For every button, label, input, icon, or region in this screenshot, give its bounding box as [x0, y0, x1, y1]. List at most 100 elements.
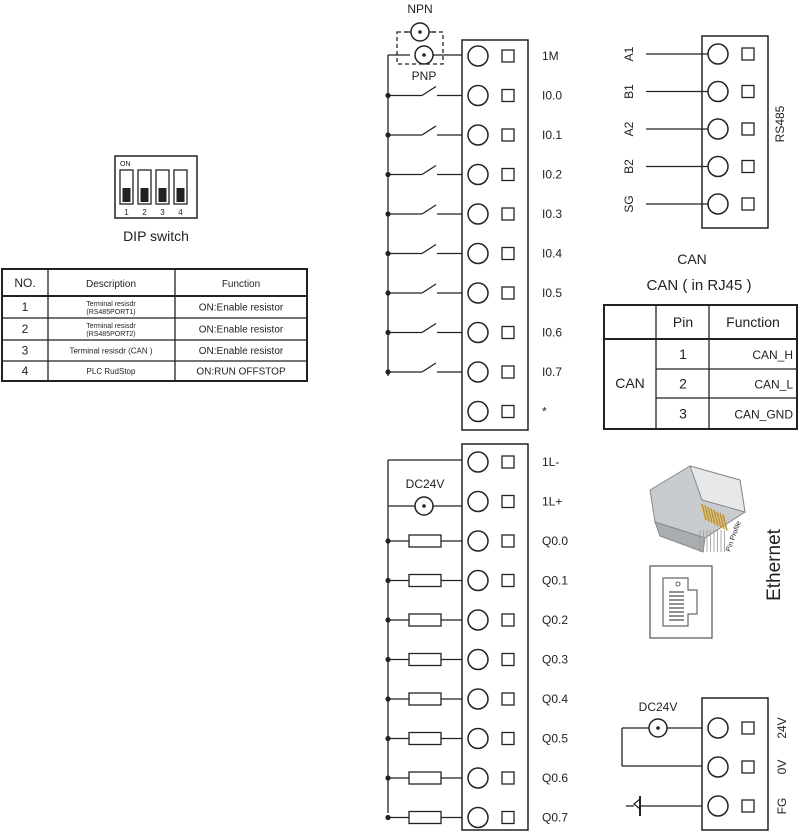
- input-terminal-label: I0.1: [542, 128, 562, 142]
- output-screw-terminal: [467, 451, 489, 473]
- power-terminal-label: 24V: [775, 717, 789, 738]
- output-terminals: 1L-1L+Q0.0Q0.1Q0.2Q0.3Q0.4Q0.5Q0.6Q0.7: [467, 451, 568, 829]
- dip-lever-number: 1: [124, 208, 129, 217]
- input-screw-terminal: [467, 242, 489, 265]
- output-screw-terminal: [467, 806, 489, 829]
- dip-table-header-description: Description: [86, 279, 136, 290]
- input-switch-contact: [421, 204, 437, 215]
- dip-lever-knob: [122, 188, 131, 202]
- output-terminal-label: Q0.0: [542, 534, 568, 548]
- rj45-pin-caption: Pin Profile: [725, 520, 743, 552]
- output-load-resistor: [408, 810, 442, 825]
- rs485-screw-terminal: [707, 43, 729, 65]
- output-screw-terminal: [467, 530, 489, 552]
- input-terminal-square: [501, 128, 515, 142]
- rs485-signal-label: B1: [622, 84, 636, 99]
- output-loads: [385, 534, 462, 825]
- rj45-gold-pin: [722, 514, 728, 531]
- output-terminal-label: Q0.6: [542, 771, 568, 785]
- rs485-screw-terminal: [707, 193, 729, 215]
- rs485-terminal-square: [741, 122, 755, 136]
- can-table-frame: [603, 304, 798, 430]
- rj45-gold-pin: [701, 503, 707, 521]
- input-screw-terminal: [467, 45, 489, 67]
- dip-table-row-function: ON:Enable resistor: [199, 303, 284, 314]
- can-row-pin: 3: [679, 406, 687, 422]
- dip-table-row-desc: PLC RudStop: [87, 367, 136, 376]
- dip-table-row-no: 4: [22, 364, 29, 378]
- can-row-pin: 2: [679, 376, 687, 392]
- npn-label: NPN: [407, 2, 432, 16]
- input-switch-contact: [421, 322, 437, 334]
- dip-switch-title: DIP switch: [123, 228, 189, 244]
- dip-on-label: ON: [120, 161, 131, 168]
- input-terminal-square: [501, 325, 515, 340]
- output-load-resistor: [408, 652, 442, 667]
- power-terminal-square: [741, 760, 755, 774]
- rj45-gold-pin: [719, 512, 725, 530]
- pnp-label: PNP: [412, 69, 437, 83]
- output-terminal-label: Q0.5: [542, 732, 568, 746]
- output-terminal-square: [501, 613, 515, 627]
- input-terminal-square: [501, 49, 515, 63]
- output-screw-terminal: [467, 727, 489, 750]
- rj45-gold-pin: [713, 509, 719, 527]
- dip-table-row-desc: Terminal resisdr: [86, 323, 136, 330]
- output-terminal-square: [501, 771, 515, 785]
- rs485-signal-label: A1: [622, 46, 636, 61]
- rs485-signal-label: SG: [622, 195, 636, 212]
- output-load-resistor: [408, 692, 442, 706]
- can-heading: CAN: [677, 251, 707, 267]
- power-screw-terminal: [707, 756, 729, 778]
- dip-table-row-desc: Terminal resisdr: [86, 301, 136, 308]
- output-load-resistor: [408, 573, 442, 588]
- dip-table-header-no: NO.: [14, 276, 35, 290]
- input-terminal-square: [501, 404, 515, 419]
- dip-table-row-function: ON:RUN OFFSTOP: [196, 367, 286, 378]
- rs485-signal-label: A2: [622, 121, 636, 136]
- rj45-plug-icon: Pin Profile: [649, 465, 746, 553]
- can-row-function: CAN_L: [754, 378, 793, 392]
- power-terminals: [707, 717, 755, 817]
- output-terminal-square: [501, 810, 515, 825]
- dip-table-header-function: Function: [222, 279, 260, 290]
- dip-table-row-desc: (RS485PORT2): [86, 331, 135, 338]
- can-header-function: Function: [726, 314, 780, 330]
- output-terminal-label: Q0.4: [542, 692, 568, 706]
- power-screw-terminal: [707, 795, 729, 817]
- output-load-resistor: [408, 613, 442, 627]
- rs485-screw-terminal: [707, 155, 729, 178]
- output-terminal-label: Q0.2: [542, 613, 568, 627]
- output-terminal-label: Q0.7: [542, 811, 568, 825]
- output-load-resistor: [408, 731, 442, 746]
- rs485-terminal-square: [741, 47, 755, 61]
- input-terminal-label: I0.3: [542, 207, 562, 221]
- can-header-pin: Pin: [673, 314, 693, 330]
- dip-table-frame: [1, 268, 308, 382]
- power-screw-terminal: [707, 717, 729, 739]
- rs485-terminal-square: [741, 159, 755, 174]
- input-screw-terminal: [467, 84, 489, 107]
- ethernet-section: Pin Profile Ethernet: [649, 465, 785, 639]
- output-screw-terminal: [467, 767, 489, 789]
- can-row-pin: 1: [679, 346, 687, 362]
- input-switch-contact: [421, 85, 437, 97]
- input-screw-terminal: [467, 124, 489, 146]
- dip-lever-knob: [140, 188, 149, 202]
- rj45-socket-icon: [649, 565, 713, 639]
- input-screw-terminal: [467, 203, 489, 225]
- output-terminal-square: [501, 573, 515, 588]
- output-terminal-square: [501, 494, 515, 509]
- rj45-gold-pin: [710, 508, 716, 525]
- output-terminal-square: [501, 731, 515, 746]
- output-terminal-square: [501, 692, 515, 706]
